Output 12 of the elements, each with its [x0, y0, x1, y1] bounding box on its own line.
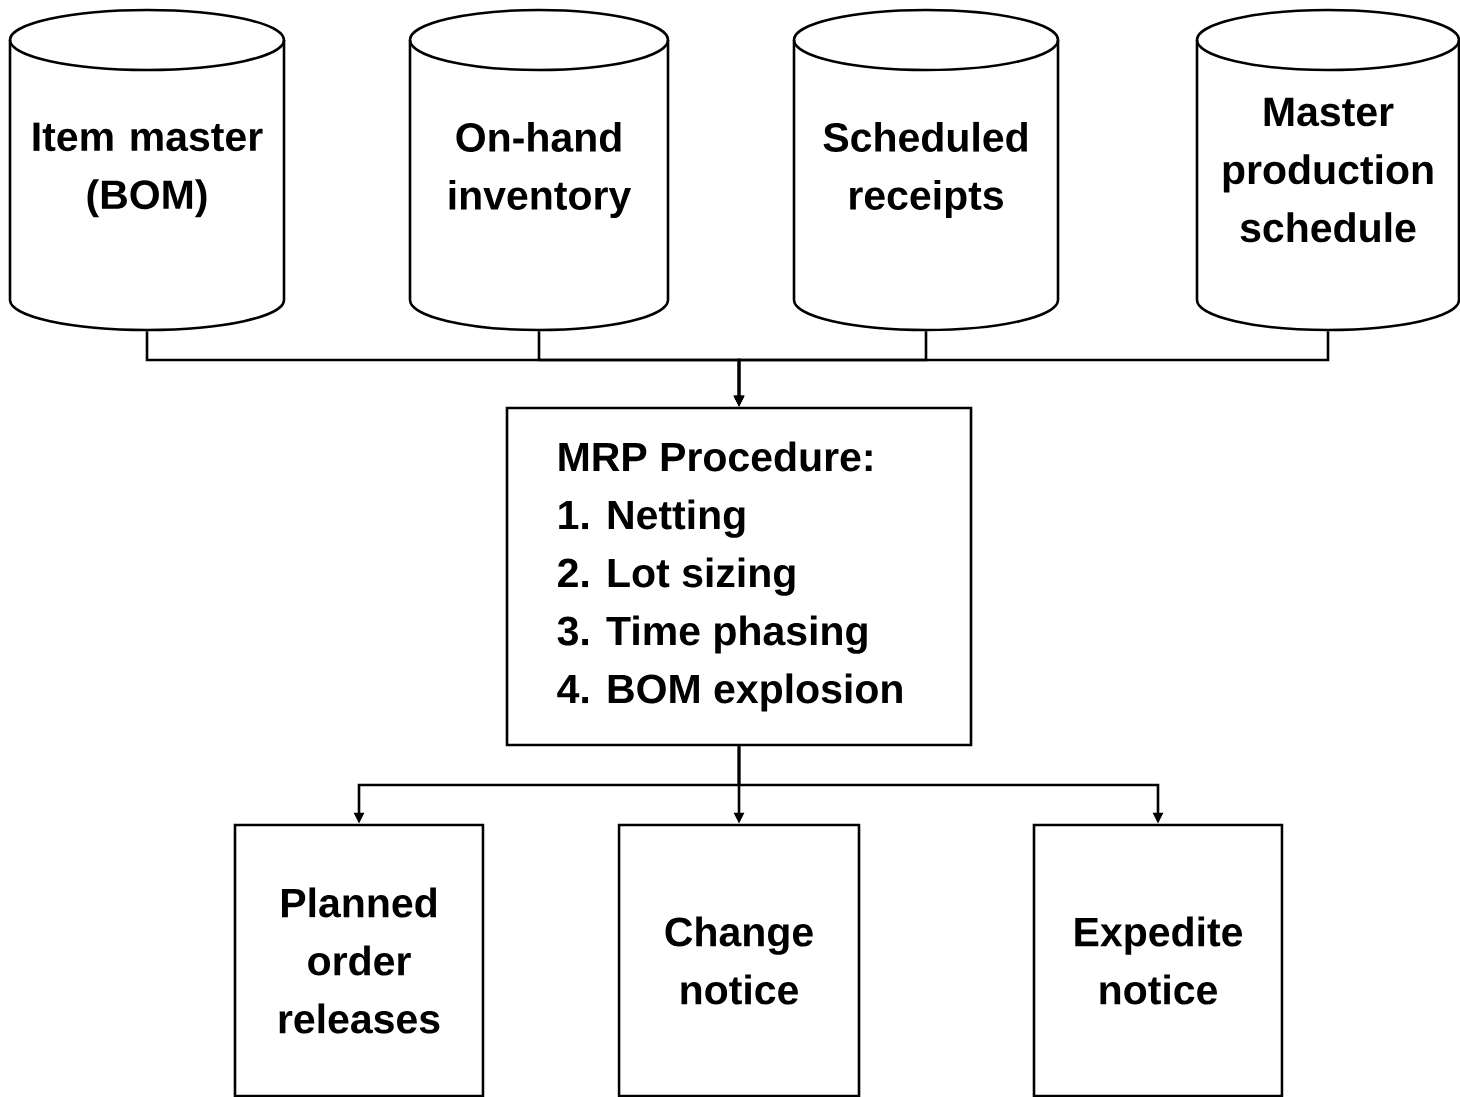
- node-label: Item master (BOM): [33, 122, 263, 218]
- database-cylinder: Item master (BOM): [8, 8, 286, 332]
- output-box: Expedite notice: [1032, 823, 1284, 1097]
- node-label: On-hand inventory: [449, 121, 632, 219]
- process-box: MRP Procedure: 1. Netting 2. Lot sizing 3. Time phasing 4. BOM explosion: [505, 406, 973, 747]
- output-box: Planned order releases: [233, 823, 485, 1097]
- database-cylinder: On-hand inventory: [408, 8, 670, 332]
- output-box: Change notice: [617, 823, 861, 1097]
- node-label: Scheduled receipts: [823, 121, 1027, 219]
- database-cylinder: Scheduled receipts: [792, 8, 1060, 332]
- database-cylinder: Master production schedule: [1195, 8, 1460, 332]
- node-label: Master production schedule: [1223, 97, 1433, 243]
